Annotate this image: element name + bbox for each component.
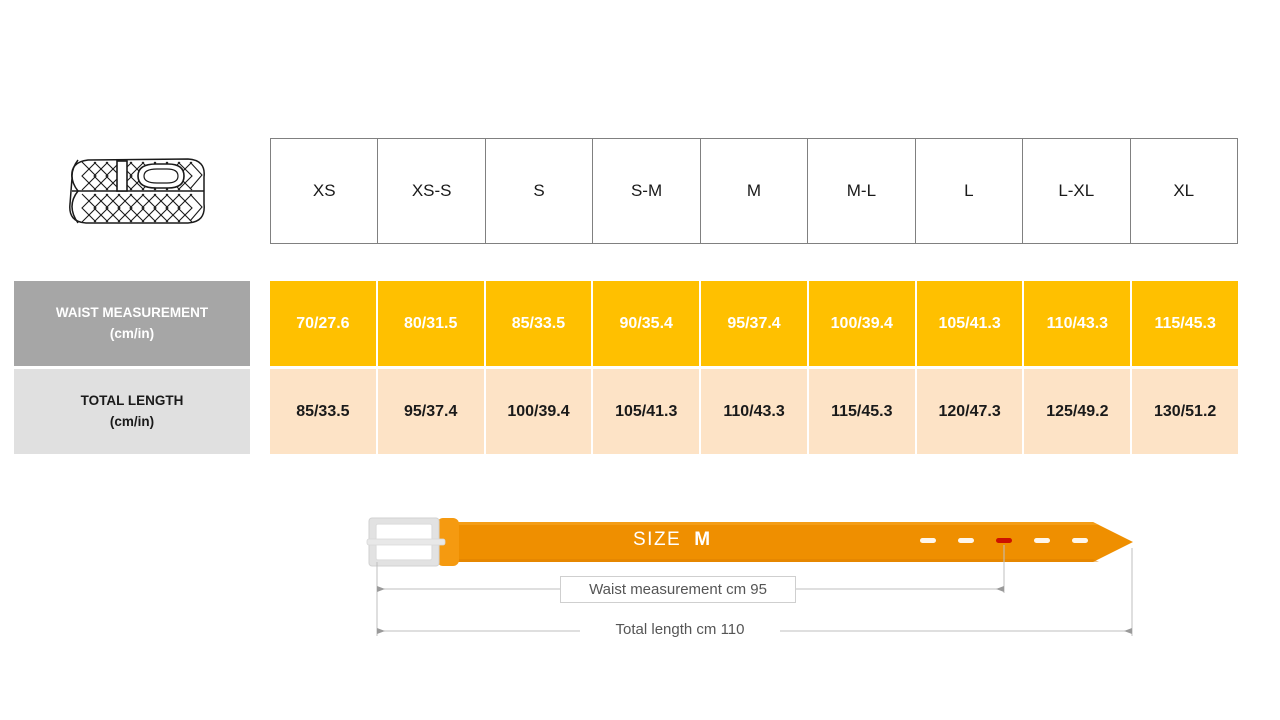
belt-hole-5 <box>1072 538 1088 543</box>
total-length-row-label: TOTAL LENGTH (cm/in) <box>14 369 250 454</box>
waist-measurement-callout-text: Waist measurement cm 95 <box>589 581 767 598</box>
size-header-cell-s: S <box>484 138 594 244</box>
measurement-rows: WAIST MEASUREMENT (cm/in) 70/27.6 80/31.… <box>14 281 1239 457</box>
belt-hole-1 <box>920 538 936 543</box>
waist-value-l-xl: 110/43.3 <box>1024 281 1133 366</box>
waist-value-xs: 70/27.6 <box>270 281 378 366</box>
size-header-cell-s-m: S-M <box>592 138 701 244</box>
waist-value-xl: 115/45.3 <box>1132 281 1239 366</box>
total-length-value-l-xl: 125/49.2 <box>1024 369 1133 454</box>
total-length-value-m: 110/43.3 <box>701 369 809 454</box>
waist-value-s-m: 90/35.4 <box>593 281 702 366</box>
belt-keeper-loop <box>437 518 459 566</box>
total-length-callout-text: Total length cm 110 <box>615 620 745 638</box>
total-length-value-xl: 130/51.2 <box>1132 369 1239 454</box>
waist-measurement-callout: Waist measurement cm 95 <box>560 576 796 603</box>
total-length-value-xs-s: 95/37.4 <box>377 369 486 454</box>
waist-value-l: 105/41.3 <box>916 281 1025 366</box>
total-length-value-s-m: 105/41.3 <box>593 369 702 454</box>
waist-value-m-l: 100/39.4 <box>808 281 917 366</box>
total-length-callout: Total length cm 110 <box>580 617 780 641</box>
belt-hole-3-highlighted <box>996 538 1012 543</box>
size-header-cell-l: L <box>914 138 1024 244</box>
size-header-cell-xl: XL <box>1129 138 1238 244</box>
total-length-value-xs: 85/33.5 <box>270 369 378 454</box>
waist-value-m: 95/37.4 <box>701 281 809 366</box>
belt-size-caption: SIZE M <box>633 529 710 551</box>
size-header-cell-xs: XS <box>269 138 379 244</box>
size-header-table: XS XS-S S S-M M M-L L L-XL XL <box>269 138 1238 244</box>
total-dim-arrow-left <box>377 628 385 634</box>
waist-value-cells: 70/27.6 80/31.5 85/33.5 90/35.4 95/37.4 … <box>270 281 1239 366</box>
waist-value-xs-s: 80/31.5 <box>377 281 486 366</box>
total-length-value-m-l: 115/45.3 <box>808 369 917 454</box>
table-row-waist-measurement: WAIST MEASUREMENT (cm/in) 70/27.6 80/31.… <box>14 281 1239 366</box>
total-length-label-text: TOTAL LENGTH <box>80 392 184 408</box>
total-dim-arrow-right <box>1124 628 1132 634</box>
waist-label-text: WAIST MEASUREMENT <box>55 304 209 320</box>
belt-hole-4 <box>1034 538 1050 543</box>
belt-size-caption-value: M <box>694 529 711 550</box>
belt-size-caption-prefix: SIZE <box>633 529 682 550</box>
waist-dim-arrow-right <box>996 586 1004 592</box>
table-row-sizes: XS XS-S S S-M M M-L L L-XL XL <box>269 138 1238 244</box>
belt-hole-2 <box>958 538 974 543</box>
size-header-cell-l-xl: L-XL <box>1022 138 1131 244</box>
size-header-cell-xs-s: XS-S <box>377 138 486 244</box>
waist-dim-arrow-left <box>377 586 385 592</box>
size-header-cell-m: M <box>699 138 809 244</box>
waist-measurement-row-label: WAIST MEASUREMENT (cm/in) <box>14 281 250 366</box>
total-length-value-cells: 85/33.5 95/37.4 100/39.4 105/41.3 110/43… <box>270 369 1239 454</box>
buckle-prong <box>366 538 446 546</box>
total-length-value-s: 100/39.4 <box>485 369 594 454</box>
total-length-value-l: 120/47.3 <box>916 369 1025 454</box>
row-spacer <box>250 281 270 366</box>
belt-strap <box>451 522 1133 562</box>
braided-belt-icon <box>56 146 216 236</box>
waist-label-unit: (cm/in) <box>109 325 155 341</box>
total-length-label-unit: (cm/in) <box>109 413 155 429</box>
row-spacer <box>250 369 270 454</box>
table-row-total-length: TOTAL LENGTH (cm/in) 85/33.5 95/37.4 100… <box>14 369 1239 454</box>
size-header-cell-m-l: M-L <box>807 138 916 244</box>
waist-value-s: 85/33.5 <box>485 281 594 366</box>
